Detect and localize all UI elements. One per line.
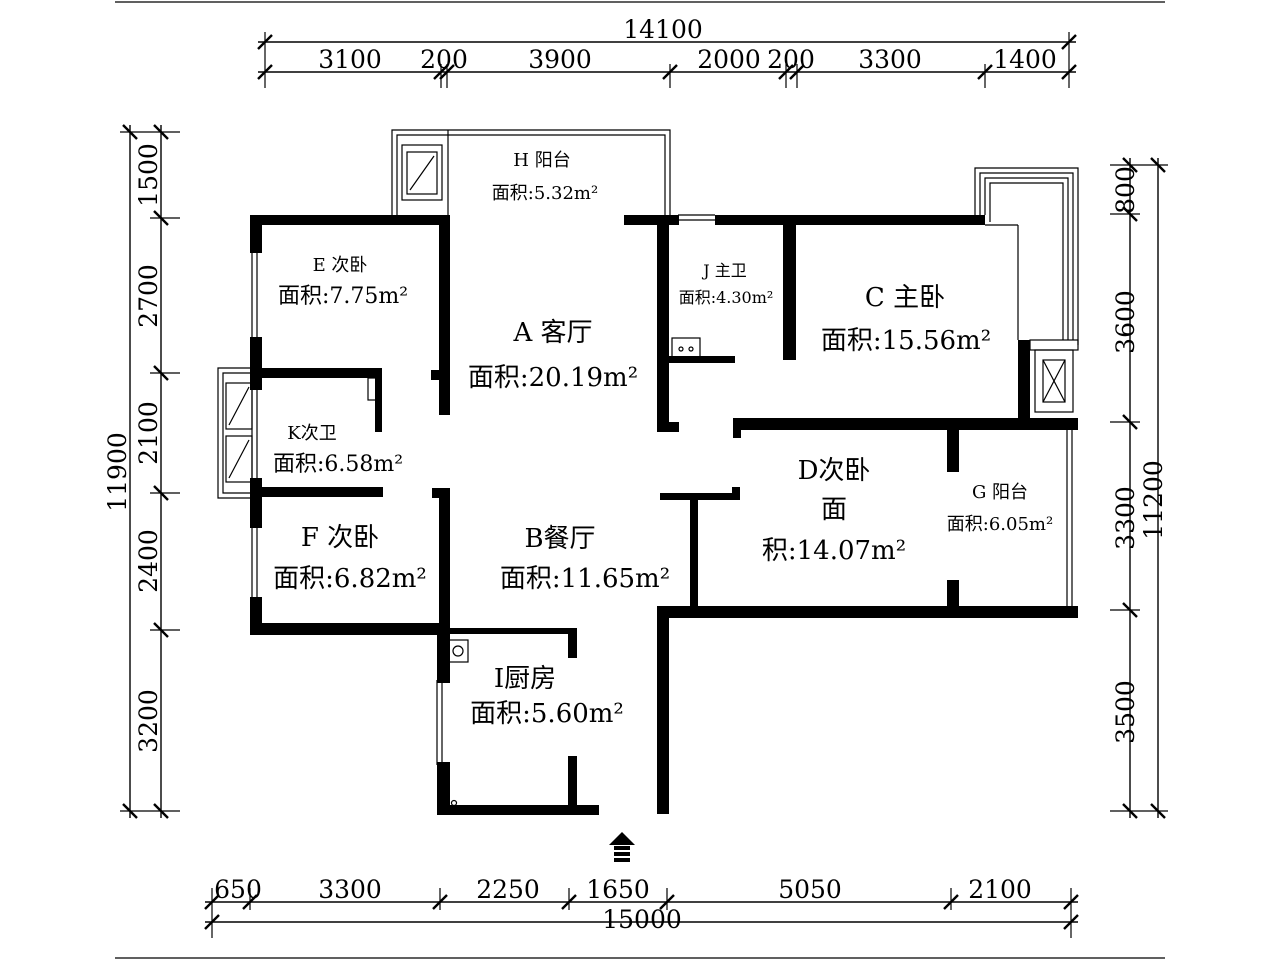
left-dim-1: 1500 xyxy=(134,143,163,207)
room-e-name: E 次卧 xyxy=(313,255,368,276)
room-g-name: G 阳台 xyxy=(972,482,1028,503)
right-dim-3: 3300 xyxy=(1111,486,1140,550)
right-dim-4: 3500 xyxy=(1111,680,1140,744)
room-i-area: 面积:5.60m² xyxy=(470,699,624,729)
entrance-arrow-icon xyxy=(609,832,635,862)
room-c-name: C 主卧 xyxy=(865,283,945,313)
top-dim-5: 200 xyxy=(767,45,815,74)
kitchen-sink xyxy=(447,639,469,663)
room-i-name: I厨房 xyxy=(494,664,556,694)
room-j-area: 面积:4.30m² xyxy=(679,288,774,307)
room-a-area: 面积:20.19m² xyxy=(468,363,638,393)
top-dim-4: 2000 xyxy=(697,45,761,74)
bottom-overall-dim: 15000 xyxy=(602,905,682,934)
room-g-area: 面积:6.05m² xyxy=(947,514,1053,535)
room-labels: H 阳台 面积:5.32m² E 次卧 面积:7.75m² A 客厅 面积:20… xyxy=(273,150,1053,729)
left-dim-4: 2400 xyxy=(134,529,163,593)
left-dim-2: 2700 xyxy=(134,264,163,328)
top-dimensions: 14100 3100 200 3900 2000 200 3300 1400 xyxy=(257,15,1077,88)
thin-outlines xyxy=(217,129,1079,807)
room-f-area: 面积:6.82m² xyxy=(273,564,427,594)
right-dimensions: 800 3600 3300 3500 11200 xyxy=(1110,157,1168,819)
bottom-dim-3: 2250 xyxy=(476,875,540,904)
room-a-name: A 客厅 xyxy=(512,318,592,348)
bottom-dim-6: 2100 xyxy=(968,875,1032,904)
top-dim-1: 3100 xyxy=(318,45,382,74)
left-dim-3: 2100 xyxy=(134,401,163,465)
bottom-dim-5: 5050 xyxy=(778,875,842,904)
room-h-area: 面积:5.32m² xyxy=(492,183,598,204)
top-dim-6: 3300 xyxy=(858,45,922,74)
right-overall-dim: 11200 xyxy=(1139,460,1168,540)
room-b-area: 面积:11.65m² xyxy=(500,564,670,594)
bottom-dim-4: 1650 xyxy=(586,875,650,904)
room-j-name: J 主卫 xyxy=(701,261,747,280)
bay-window-k xyxy=(217,367,258,499)
bath-j-sink xyxy=(671,337,701,359)
right-dim-1: 800 xyxy=(1111,166,1140,214)
top-overall-dim: 14100 xyxy=(623,15,703,44)
right-dim-2: 3600 xyxy=(1111,290,1140,354)
room-k-name: K次卫 xyxy=(287,423,336,444)
room-d-name: D次卧 xyxy=(798,456,871,486)
bottom-dim-2: 3300 xyxy=(318,875,382,904)
walls xyxy=(250,215,1078,815)
room-d-area-line1: 面 xyxy=(821,495,847,525)
room-b-name: B餐厅 xyxy=(524,524,595,554)
balcony-c-outline xyxy=(974,167,1079,345)
left-dimensions: 11900 1500 2700 2100 2400 3200 xyxy=(103,124,180,819)
left-dim-5: 3200 xyxy=(134,689,163,753)
left-overall-dim: 11900 xyxy=(103,432,132,512)
room-h-name: H 阳台 xyxy=(513,150,570,171)
room-k-area: 面积:6.58m² xyxy=(273,452,403,477)
bottom-dimensions: 650 3300 2250 1650 5050 2100 15000 xyxy=(204,875,1079,938)
top-dim-2: 200 xyxy=(420,45,468,74)
bottom-dim-1: 650 xyxy=(214,875,262,904)
room-c-area: 面积:15.56m² xyxy=(821,326,991,356)
balcony-h-outline xyxy=(391,129,671,215)
balcony-h-cabinet xyxy=(401,144,443,201)
top-dim-7: 1400 xyxy=(993,45,1057,74)
balcony-c-cabinet xyxy=(1034,349,1074,413)
top-dim-3: 3900 xyxy=(528,45,592,74)
room-d-area-line2: 积:14.07m² xyxy=(762,536,906,566)
room-f-name: F 次卧 xyxy=(301,523,379,553)
room-e-area: 面积:7.75m² xyxy=(278,284,408,309)
